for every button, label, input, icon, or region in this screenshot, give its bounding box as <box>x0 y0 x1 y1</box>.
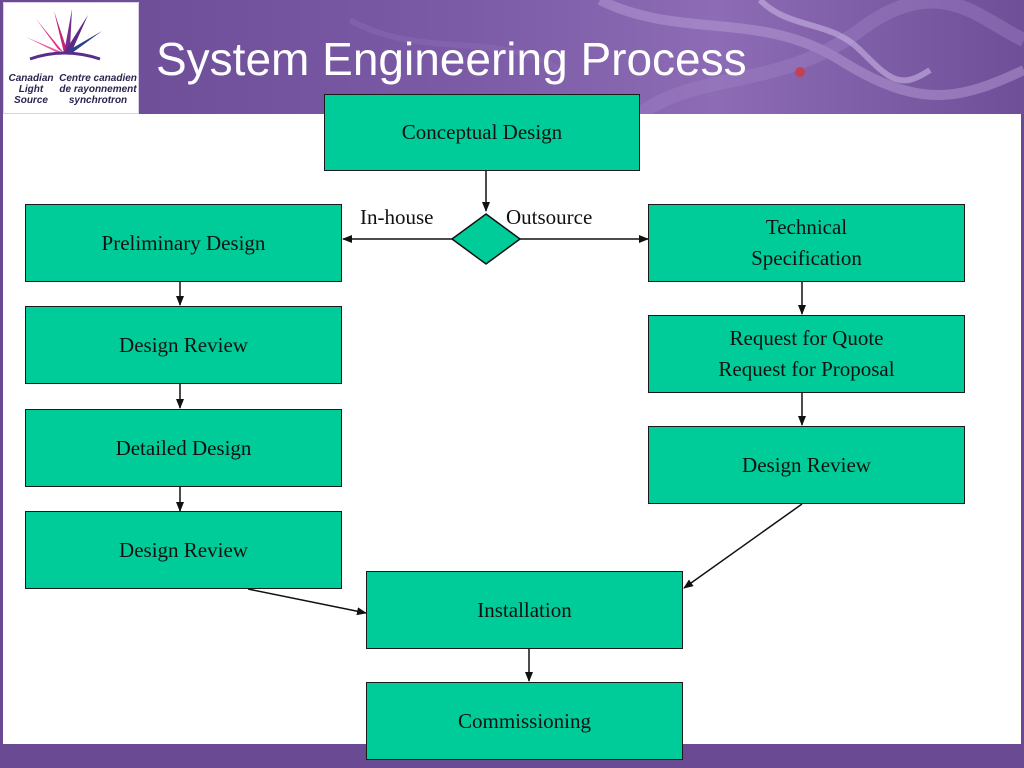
frame-left-border <box>0 114 3 744</box>
logo-text-english: Canadian Light Source <box>8 73 54 106</box>
decision-label-outsource: Outsource <box>506 205 593 229</box>
node-design-review-left-1: Design Review <box>25 306 342 384</box>
decision-label-inhouse: In-house <box>360 205 434 229</box>
node-request-for-quote-proposal: Request for Quote Request for Proposal <box>648 315 965 393</box>
header-background-art <box>348 0 1024 114</box>
node-installation: Installation <box>366 571 683 649</box>
node-commissioning: Commissioning <box>366 682 683 760</box>
frame-right-border <box>1021 114 1024 744</box>
connector-review-to-installation-right <box>683 503 803 589</box>
node-conceptual-design: Conceptual Design <box>324 94 640 171</box>
node-design-review-right: Design Review <box>648 426 965 504</box>
node-technical-specification: Technical Specification <box>648 204 965 282</box>
logo-text-french: Centre canadien de rayonnement synchrotr… <box>59 73 137 106</box>
logo: Canadian Light Source Centre canadien de… <box>3 2 139 114</box>
node-preliminary-design: Preliminary Design <box>25 204 342 282</box>
node-design-review-left-2: Design Review <box>25 511 342 589</box>
page-title: System Engineering Process <box>156 33 747 85</box>
node-detailed-design: Detailed Design <box>25 409 342 487</box>
decision-diamond <box>450 213 522 265</box>
slide-header: Canadian Light Source Centre canadien de… <box>0 0 1024 114</box>
logo-starburst-icon <box>26 9 102 61</box>
connector-review-to-installation <box>247 588 367 616</box>
